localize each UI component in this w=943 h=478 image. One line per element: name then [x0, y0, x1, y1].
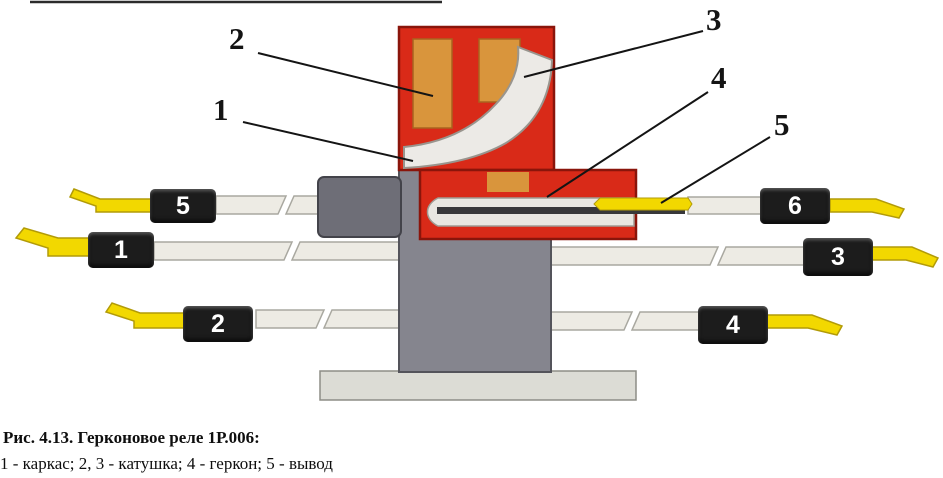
figure-caption-title: Рис. 4.13. Герконовое реле 1Р.006:: [3, 428, 260, 447]
wire-segment: [547, 246, 720, 266]
callout-line-4: [546, 91, 709, 198]
wire-segment: [255, 309, 326, 329]
wire-tag-right-bottom: 4: [698, 306, 768, 344]
wire-segment: [687, 196, 763, 215]
wire-segment: [215, 195, 288, 215]
connector-terminal: [14, 227, 93, 257]
connector-terminal: [765, 314, 844, 336]
figure-caption-legend: 1 - каркас; 2, 3 - катушка; 4 - геркон; …: [0, 454, 333, 473]
callout-number-5: 5: [774, 107, 790, 142]
crimp-connectors: [14, 188, 940, 336]
connector-terminal: [104, 302, 187, 329]
callout-lines: [242, 30, 771, 204]
connector-terminal: [871, 246, 940, 268]
wire-segment: [153, 241, 294, 261]
callout-number-4: 4: [711, 60, 727, 95]
terminal-rod: [593, 197, 693, 211]
callout-number-1: 1: [213, 92, 229, 127]
wire-segment: [322, 309, 405, 329]
coil-winding-middle: [487, 172, 529, 192]
wire-segment: [547, 311, 634, 331]
relay-base: [319, 370, 637, 401]
wire-tag-left-bottom: 2: [183, 306, 253, 342]
reed-switch: [437, 207, 685, 214]
wire-segment: [716, 246, 807, 266]
wire-tag-left-top: 5: [150, 189, 216, 223]
wire-tag-left-middle: 1: [88, 232, 154, 268]
callout-number-2: 2: [229, 21, 245, 56]
callout-line-3: [523, 30, 704, 78]
connector-terminal: [829, 198, 906, 219]
wire-segment: [630, 311, 701, 331]
wire-tag-right-top: 6: [760, 188, 830, 224]
callout-number-3: 3: [706, 2, 722, 37]
coil-winding-left: [412, 38, 453, 129]
frame-horn: [403, 45, 554, 170]
wire-tag-right-middle: 3: [803, 238, 873, 276]
left-bushing-block: [317, 176, 402, 238]
callout-line-1: [242, 121, 414, 162]
wire-segment: [290, 241, 405, 261]
wire-segment: [284, 195, 323, 215]
callout-line-2: [257, 52, 434, 97]
callout-line-5: [660, 136, 771, 204]
connector-terminal: [68, 188, 153, 213]
